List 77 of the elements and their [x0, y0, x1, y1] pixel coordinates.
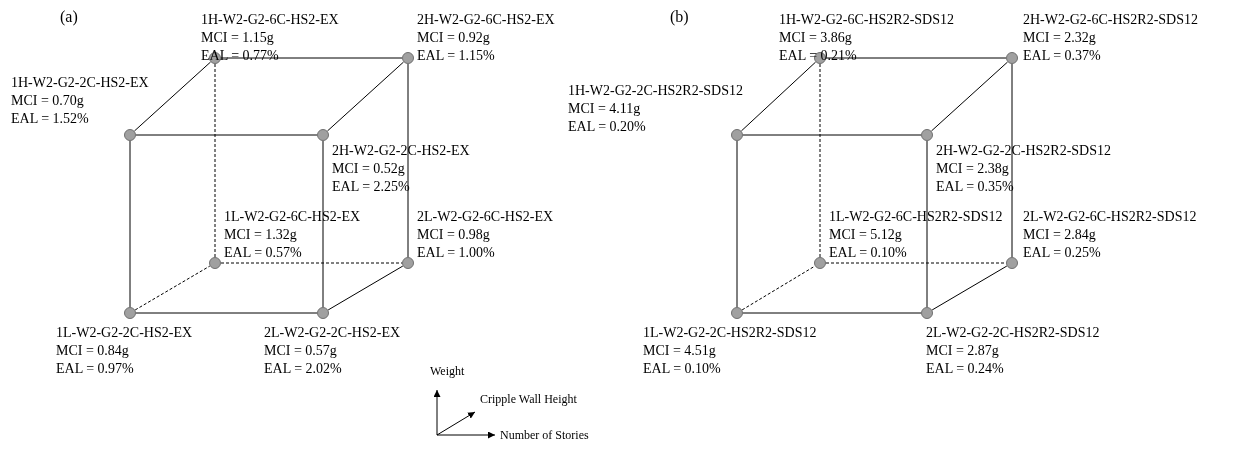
value-text: EAL = 0.10%: [643, 360, 721, 378]
value-text: MCI = 0.52g: [332, 160, 405, 178]
cube-edge-line: [825, 57, 1007, 59]
value-text: EAL = 0.24%: [926, 360, 1004, 378]
cube-edge-line: [740, 61, 817, 132]
hidden-edge-line: [825, 262, 1007, 264]
vertex-label: 2H-W2-G2-6C-HS2R2-SDS12: [1023, 11, 1198, 29]
axis-label: Number of Stories: [500, 428, 589, 443]
value-text: MCI = 2.84g: [1023, 226, 1096, 244]
vertex-label: 1H-W2-G2-2C-HS2-EX: [11, 74, 149, 92]
cube-edge-line: [220, 57, 403, 59]
cube-edge-line: [742, 134, 922, 136]
vertex-label: 2L-W2-G2-6C-HS2R2-SDS12: [1023, 208, 1197, 226]
value-text: EAL = 0.77%: [201, 47, 279, 65]
vertex-label: 1L-W2-G2-6C-HS2R2-SDS12: [829, 208, 1003, 226]
value-text: EAL = 1.15%: [417, 47, 495, 65]
vertex-label: 1L-W2-G2-2C-HS2-EX: [56, 324, 193, 342]
vertex-label: 2L-W2-G2-6C-HS2-EX: [417, 208, 554, 226]
value-text: EAL = 0.20%: [568, 118, 646, 136]
cube-edge-line: [135, 134, 318, 136]
cube-edge-line: [326, 61, 405, 132]
cube-edge-line: [327, 265, 404, 311]
value-text: MCI = 2.32g: [1023, 29, 1096, 47]
hidden-edge-line: [214, 63, 216, 258]
cube-edge-line: [931, 265, 1008, 311]
value-text: MCI = 0.98g: [417, 226, 490, 244]
cube-edge-line: [736, 140, 738, 308]
vertex-label: 2H-W2-G2-6C-HS2-EX: [417, 11, 555, 29]
cube-edge-line: [135, 312, 318, 314]
value-text: EAL = 0.97%: [56, 360, 134, 378]
cube-edge-line: [742, 312, 922, 314]
cube-edge-line: [930, 61, 1009, 132]
value-text: EAL = 0.21%: [779, 47, 857, 65]
value-text: MCI = 2.87g: [926, 342, 999, 360]
vertex-label: 2L-W2-G2-2C-HS2R2-SDS12: [926, 324, 1100, 342]
value-text: MCI = 1.32g: [224, 226, 297, 244]
hidden-edge-line: [741, 265, 816, 311]
value-text: MCI = 1.15g: [201, 29, 274, 47]
vertex-label: 2L-W2-G2-2C-HS2-EX: [264, 324, 401, 342]
value-text: MCI = 5.12g: [829, 226, 902, 244]
value-text: MCI = 2.38g: [936, 160, 1009, 178]
value-text: MCI = 4.11g: [568, 100, 641, 118]
value-text: EAL = 0.25%: [1023, 244, 1101, 262]
value-text: MCI = 4.51g: [643, 342, 716, 360]
value-text: EAL = 1.00%: [417, 244, 495, 262]
vertex-label: 1H-W2-G2-6C-HS2R2-SDS12: [779, 11, 954, 29]
axis-label: Weight: [430, 364, 465, 379]
vertex-label: 2H-W2-G2-2C-HS2-EX: [332, 142, 470, 160]
value-text: MCI = 0.84g: [56, 342, 129, 360]
value-text: EAL = 0.57%: [224, 244, 302, 262]
cube-edge-line: [322, 140, 324, 308]
vertex-label: 1H-W2-G2-2C-HS2R2-SDS12: [568, 82, 743, 100]
value-text: EAL = 0.37%: [1023, 47, 1101, 65]
value-text: MCI = 0.70g: [11, 92, 84, 110]
value-text: EAL = 0.35%: [936, 178, 1014, 196]
value-text: MCI = 3.86g: [779, 29, 852, 47]
panel-label: (a): [60, 8, 78, 26]
cube-edge-line: [1011, 63, 1013, 258]
vertex-label: 1L-W2-G2-6C-HS2-EX: [224, 208, 361, 226]
value-text: EAL = 2.25%: [332, 178, 410, 196]
axis-label: Cripple Wall Height: [480, 392, 577, 407]
vertex-label: 2H-W2-G2-2C-HS2R2-SDS12: [936, 142, 1111, 160]
cube-edge-line: [129, 140, 131, 308]
cube-edge-line: [133, 61, 212, 132]
value-text: MCI = 0.92g: [417, 29, 490, 47]
cube-edge-line: [407, 63, 409, 258]
vertex-label: 1H-W2-G2-6C-HS2-EX: [201, 11, 339, 29]
vertex-label: 1L-W2-G2-2C-HS2R2-SDS12: [643, 324, 817, 342]
value-text: EAL = 2.02%: [264, 360, 342, 378]
value-text: MCI = 0.57g: [264, 342, 337, 360]
value-text: EAL = 1.52%: [11, 110, 89, 128]
cube-edge-line: [926, 140, 928, 308]
panel-label: (b): [670, 8, 689, 26]
value-text: EAL = 0.10%: [829, 244, 907, 262]
hidden-edge-line: [819, 63, 821, 258]
hidden-edge-line: [134, 265, 211, 311]
hidden-edge-line: [220, 262, 403, 264]
